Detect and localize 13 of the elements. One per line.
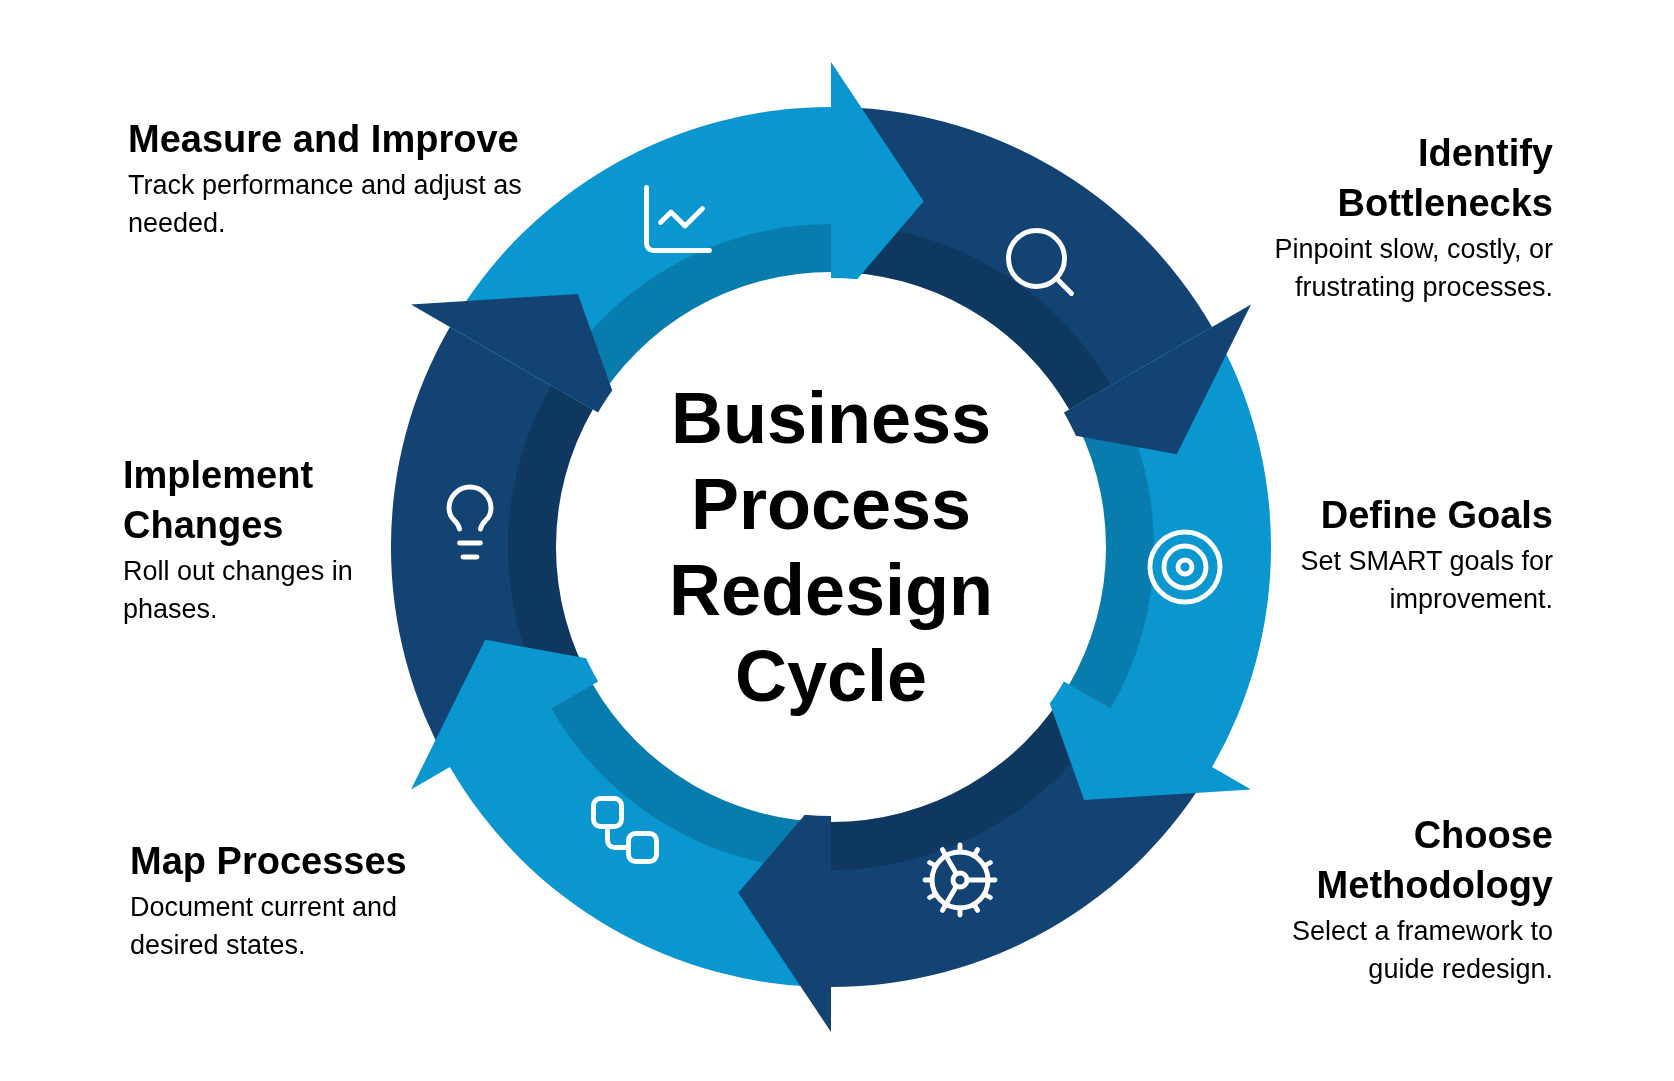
stage-heading: Implement Changes bbox=[123, 453, 315, 548]
stage-heading: Choose Methodology bbox=[1315, 813, 1553, 908]
stage-description: Select a framework to guide redesign. bbox=[1290, 915, 1553, 986]
stage-description: Document current and desired states. bbox=[130, 891, 399, 962]
cycle-title: Business Process Redesign Cycle bbox=[667, 377, 995, 718]
stage-description: Pinpoint slow, costly, or frustrating processes. bbox=[1273, 233, 1553, 304]
stage-heading: Define Goals bbox=[1320, 493, 1553, 538]
stage-heading: Measure and Improve bbox=[128, 117, 519, 162]
stage-heading: Identify Bottlenecks bbox=[1336, 131, 1553, 226]
stage-description: Track performance and adjust as needed. bbox=[128, 169, 523, 240]
stage-heading: Map Processes bbox=[130, 839, 407, 884]
stage-description: Set SMART goals for improvement. bbox=[1299, 545, 1553, 616]
stage-description: Roll out changes in phases. bbox=[123, 555, 354, 626]
